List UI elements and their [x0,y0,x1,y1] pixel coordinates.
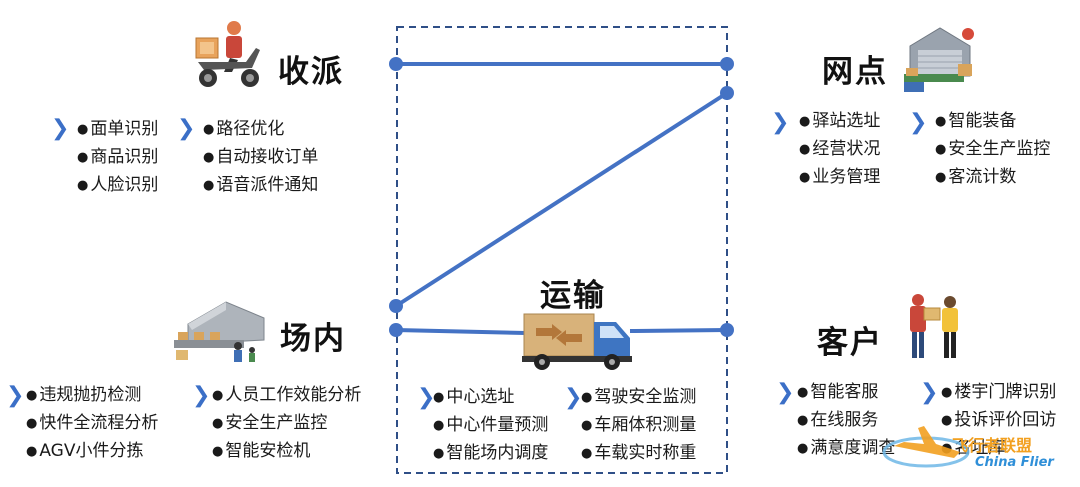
list-item: 中心件量预测 [433,412,548,440]
delivery-truck-icon [522,313,632,370]
list-item: 面单识别 [77,116,158,144]
list-item: 商品识别 [77,144,158,172]
chevron-right-icon: ❯ [51,116,70,141]
node-dot [720,86,734,100]
customer-parcel-icon [910,294,958,358]
chevron-right-icon: ❯ [6,383,25,408]
dashed-boundary-box [396,26,728,474]
node-dot [389,323,403,337]
list-item: 人脸识别 [77,172,158,200]
connector-transport-customer [629,328,728,333]
chevron-right-icon: ❯ [920,380,939,405]
list-item: 在线服务 [797,407,895,435]
site-group-1: 违规抛扔检测 快件全流程分析 AGV小件分拣 [26,382,158,466]
chevron-right-icon: ❯ [417,385,436,410]
node-title-pickup: 收派 [278,54,344,90]
list-item: 智能装备 [935,108,1050,136]
list-item: 安全生产监控 [212,410,361,438]
list-item: 车厢体积测量 [581,412,696,440]
connector-site-transport [395,328,526,335]
list-item: 满意度调查 [797,435,895,463]
watermark-cn: 飞行者联盟 [952,436,1033,455]
list-item: 人员工作效能分析 [212,382,361,410]
list-item: 业务管理 [799,164,880,192]
pickup-group-2: 路径优化 自动接收订单 语音派件通知 [203,116,318,200]
list-item: 客流计数 [935,164,1050,192]
list-item: 智能场内调度 [433,440,548,468]
list-item: 自动接收订单 [203,144,318,172]
sorting-hall-icon [174,301,265,362]
node-title-transport: 运输 [540,278,606,314]
courier-scooter-icon [195,21,260,87]
list-item: 中心选址 [433,384,548,412]
chevron-right-icon: ❯ [192,383,211,408]
chevron-right-icon: ❯ [776,380,795,405]
chevron-right-icon: ❯ [909,110,928,135]
node-title-site: 场内 [280,321,346,357]
list-item: 智能安检机 [212,438,361,466]
node-dot [389,57,403,71]
plane-watermark-icon [882,426,970,468]
list-item: 楼宇门牌识别 [941,379,1056,407]
site-group-2: 人员工作效能分析 安全生产监控 智能安检机 [212,382,361,466]
pickup-group-1: 面单识别 商品识别 人脸识别 [77,116,158,200]
chevron-right-icon: ❯ [771,110,790,135]
list-item: 车载实时称重 [581,440,696,468]
transport-group-1: 中心选址 中心件量预测 智能场内调度 [433,384,548,468]
node-title-customer: 客户 [817,325,883,361]
list-item: 快件全流程分析 [26,410,158,438]
list-item: 违规抛扔检测 [26,382,158,410]
node-dot [389,299,403,313]
list-item: 智能客服 [797,379,895,407]
list-item: 驾驶安全监测 [581,384,696,412]
list-item: 安全生产监控 [935,136,1050,164]
list-item: 投诉评价回访 [941,407,1056,435]
warehouse-conveyor-icon [904,27,974,92]
node-dot [720,57,734,71]
list-item: 经营状况 [799,136,880,164]
list-item: 驿站选址 [799,108,880,136]
node-dot [720,323,734,337]
transport-group-2: 驾驶安全监测 车厢体积测量 车载实时称重 [581,384,696,468]
connector-site-outlet [394,91,729,308]
node-title-outlet: 网点 [822,54,888,90]
list-item: AGV小件分拣 [26,438,158,466]
chevron-right-icon: ❯ [177,116,196,141]
watermark-en: China Flier [975,455,1054,470]
outlet-group-1: 驿站选址 经营状况 业务管理 [799,108,880,192]
customer-group-1: 智能客服 在线服务 满意度调查 [797,379,895,463]
outlet-group-2: 智能装备 安全生产监控 客流计数 [935,108,1050,192]
list-item: 语音派件通知 [203,172,318,200]
chevron-right-icon: ❯ [564,385,583,410]
list-item: 路径优化 [203,116,318,144]
